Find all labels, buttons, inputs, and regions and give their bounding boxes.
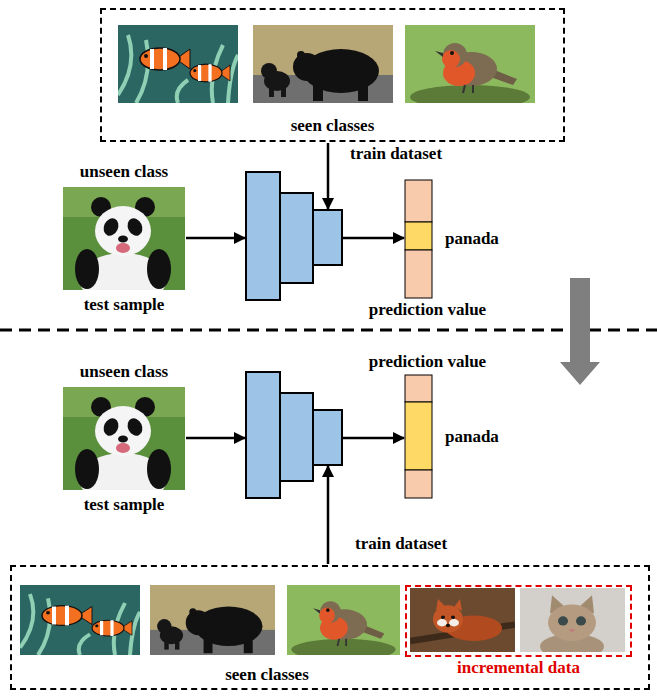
prediction-vector: prediction valuepanada — [405, 375, 432, 498]
image-thumbnails-part — [405, 25, 535, 109]
flow-arrows-part — [327, 466, 330, 564]
flow-arrows-part — [343, 237, 404, 240]
prediction-bars-part — [405, 250, 432, 298]
image-thumbnails-part — [410, 588, 515, 652]
flow-arrows-part — [343, 437, 404, 440]
node-text: panada — [445, 230, 499, 249]
test-sample-image: unseen classtest sample — [63, 387, 185, 490]
network-blocks-part — [246, 372, 280, 498]
dataset-box: seen classes incremental data — [10, 565, 650, 690]
image-thumbnails-part — [20, 585, 140, 655]
prediction-bars-part — [405, 375, 432, 402]
node-text: panada — [445, 427, 499, 446]
node-text: test sample — [84, 496, 165, 515]
node-title: seen classes — [225, 666, 309, 685]
network-blocks — [246, 172, 342, 498]
prediction-bars-part — [405, 180, 432, 222]
image-thumbnails-part — [520, 588, 625, 659]
network-blocks-part — [280, 193, 313, 283]
prediction-bars-part — [405, 222, 432, 250]
prediction-bars — [405, 180, 432, 498]
prediction-bars-part — [405, 402, 432, 470]
flow-arrows-part — [186, 237, 245, 240]
node-title: unseen class — [80, 363, 168, 382]
image-thumbnails-part — [253, 25, 393, 103]
image-thumbnails-part — [63, 187, 185, 305]
network-blocks-part — [313, 410, 342, 465]
test-sample-image: unseen classtest sample — [63, 187, 185, 290]
arrow-label: train dataset — [350, 145, 442, 164]
node-title: prediction value — [369, 301, 486, 320]
node-text: test sample — [84, 296, 165, 315]
incremental-box: incremental data — [405, 585, 632, 657]
network-blocks-part — [313, 210, 342, 265]
flow-arrows-part — [186, 437, 245, 440]
prediction-bars-part — [405, 470, 432, 498]
image-thumbnails-part — [287, 585, 400, 660]
node-title: seen classes — [291, 117, 375, 136]
prediction-vector: prediction valuepanada — [405, 180, 432, 298]
node-title: unseen class — [80, 163, 168, 182]
dataset-box: seen classes — [100, 8, 565, 142]
separator-line — [0, 329, 657, 332]
image-thumbnails-part — [63, 387, 185, 505]
image-thumbnails-part — [150, 585, 275, 655]
flow-arrows-part — [327, 143, 330, 209]
network-blocks-part — [280, 393, 313, 481]
step-arrow — [560, 278, 600, 385]
node-title: prediction value — [369, 353, 486, 372]
network-blocks-part — [246, 172, 280, 300]
arrow-label: train dataset — [355, 535, 447, 554]
node-title: incremental data — [457, 659, 580, 678]
image-thumbnails-part — [118, 25, 238, 103]
